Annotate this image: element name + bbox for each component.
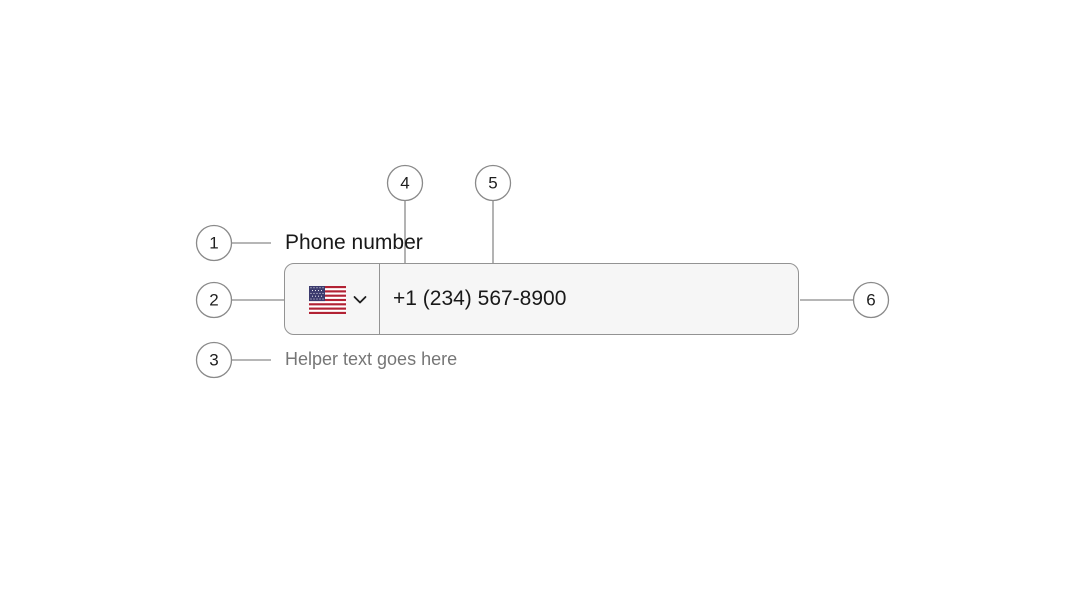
chevron-down-icon xyxy=(353,296,367,304)
country-code-dropdown[interactable] xyxy=(285,264,380,334)
annotation-number-1: 1 xyxy=(209,234,218,253)
annotation-marker-2: 2 xyxy=(195,281,233,319)
phone-number-input[interactable] xyxy=(393,264,783,334)
annotation-marker-1: 1 xyxy=(195,224,233,262)
annotation-marker-6: 6 xyxy=(852,281,890,319)
annotation-number-4: 4 xyxy=(400,174,409,193)
annotation-marker-4: 4 xyxy=(386,164,424,202)
phone-number-field xyxy=(284,263,799,335)
field-label: Phone number xyxy=(285,231,423,254)
annotation-marker-3: 3 xyxy=(195,341,233,379)
annotation-marker-5: 5 xyxy=(474,164,512,202)
annotation-number-5: 5 xyxy=(488,174,497,193)
annotation-number-3: 3 xyxy=(209,351,218,370)
annotation-number-2: 2 xyxy=(209,291,218,310)
annotation-number-6: 6 xyxy=(866,291,875,310)
helper-text: Helper text goes here xyxy=(285,349,458,369)
us-flag-icon xyxy=(309,286,346,314)
